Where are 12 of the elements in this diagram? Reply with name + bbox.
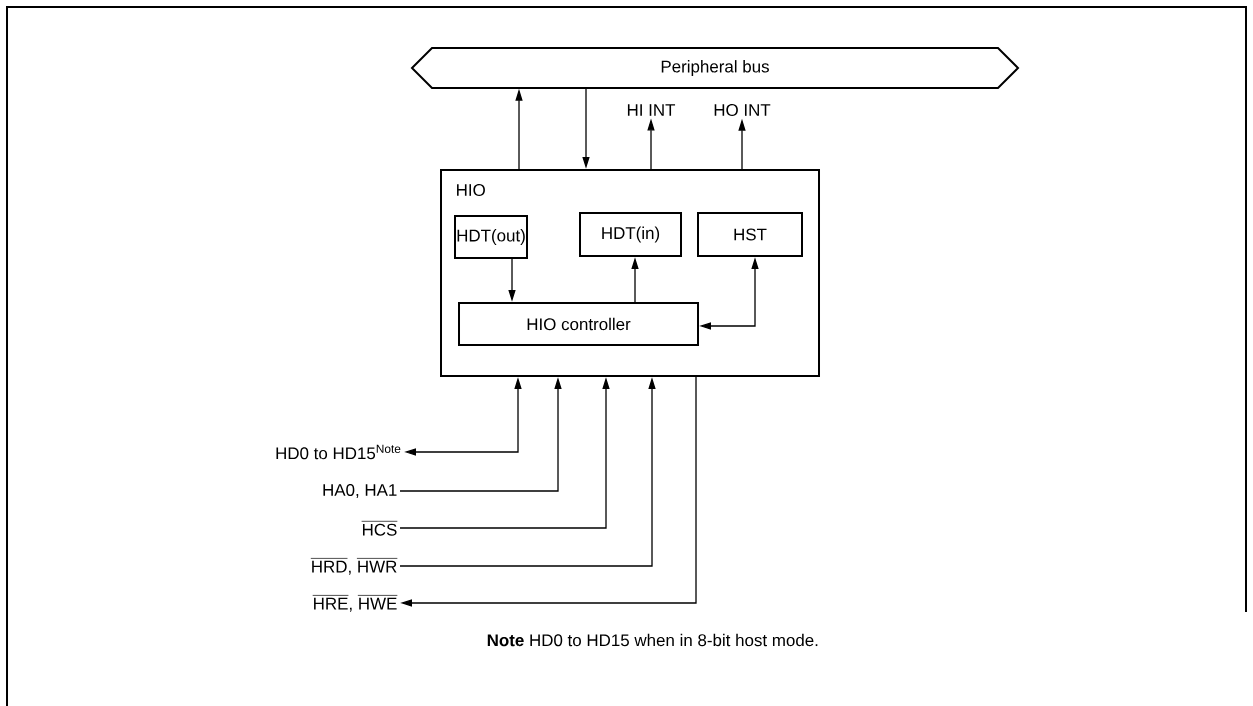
register-box: HDT(in) <box>579 212 682 257</box>
register-box: HIO controller <box>458 302 699 346</box>
register-box: HDT(out) <box>454 215 528 259</box>
signal-label: $\overline{\text{HRD}}\text{, }\overline{\text{HWR}}$ <box>310 558 398 575</box>
signal-label: $\overline{\text{HCS}}$ <box>361 521 398 536</box>
signal-label: $\overline{\text{HRE}}\text{, }\overline{\text{HWE}}$ <box>312 595 398 612</box>
signal-label: HA0, HA1 <box>323 484 397 498</box>
register-box: HST <box>697 212 803 257</box>
signal-label: HI INT <box>627 104 676 116</box>
signal-label: HO INT <box>714 104 771 116</box>
signal-label: HD0 to HD15$^{Note}$ <box>276 444 401 460</box>
note-text: Note HD0 to HD15 when in 8-bit host mode. <box>487 633 818 647</box>
